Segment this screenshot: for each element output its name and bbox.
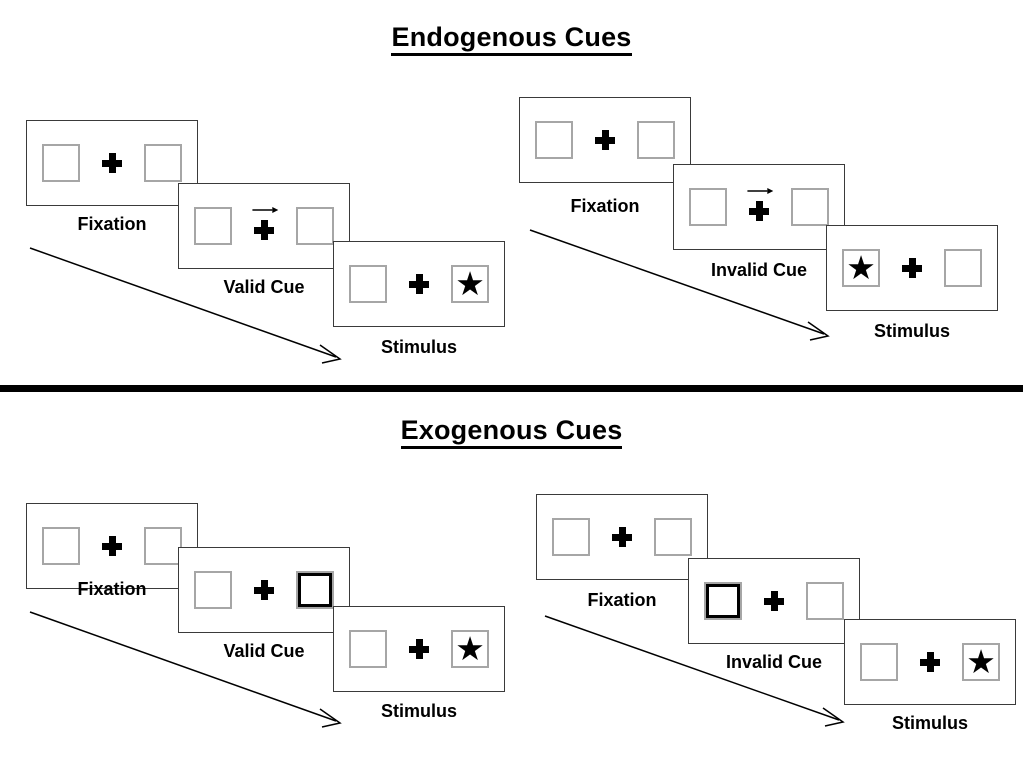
fixation-cue-area xyxy=(246,204,282,248)
stimulus-box-right xyxy=(144,144,182,182)
panel-content xyxy=(194,568,334,612)
trial-panel-fixation xyxy=(536,494,708,580)
fixation-cue-area xyxy=(246,568,282,612)
fixation-cue-area xyxy=(741,185,777,229)
panel-content xyxy=(552,515,692,559)
fixation-cross-icon xyxy=(409,639,429,659)
star-icon: ★ xyxy=(455,629,485,667)
stimulus-box-left xyxy=(349,265,387,303)
fixation-cue-area xyxy=(912,640,948,684)
section-title-exogenous-text: Exogenous Cues xyxy=(400,415,623,449)
fixation-cross-icon xyxy=(102,536,122,556)
panel-content xyxy=(42,524,182,568)
fixation-cross-icon xyxy=(254,220,274,240)
timeline-arrow-exogenous-valid xyxy=(29,611,342,728)
stimulus-box-left xyxy=(860,643,898,681)
panel-caption-fixation: Fixation xyxy=(570,196,640,216)
panel-content: ★ xyxy=(842,246,982,290)
panel-caption-stimulus: Stimulus xyxy=(380,701,457,721)
section-title-exogenous: Exogenous Cues xyxy=(0,415,1023,449)
trial-panel-stimulus: ★ xyxy=(844,619,1016,705)
trial-panel-fixation xyxy=(26,503,198,589)
fixation-cue-area xyxy=(94,524,130,568)
panel-content xyxy=(194,204,334,248)
stimulus-box-right-cued xyxy=(296,571,334,609)
panel-caption-fixation: Fixation xyxy=(77,214,147,234)
panel-content: ★ xyxy=(349,627,489,671)
fixation-cross-icon xyxy=(764,591,784,611)
stimulus-box-left xyxy=(689,188,727,226)
timeline-arrow-exogenous-invalid xyxy=(544,615,845,727)
star-icon: ★ xyxy=(455,264,485,302)
stimulus-box-right xyxy=(944,249,982,287)
panel-caption-valid-cue: Valid Cue xyxy=(223,641,305,661)
stimulus-box-left xyxy=(194,207,232,245)
stimulus-box-right xyxy=(296,207,334,245)
panel-caption-invalid-cue: Invalid Cue xyxy=(710,260,808,280)
trial-panel-invalid-cue xyxy=(688,558,860,644)
stimulus-box-left xyxy=(349,630,387,668)
stimulus-box-left-cued xyxy=(704,582,742,620)
trial-panel-valid-cue xyxy=(178,547,350,633)
stimulus-box-right: ★ xyxy=(451,630,489,668)
trial-panel-stimulus: ★ xyxy=(826,225,998,311)
section-title-endogenous-text: Endogenous Cues xyxy=(391,22,632,56)
panel-caption-fixation: Fixation xyxy=(77,579,147,599)
star-icon: ★ xyxy=(846,248,876,286)
stimulus-box-left xyxy=(552,518,590,556)
trial-panel-valid-cue xyxy=(178,183,350,269)
fixation-cue-area xyxy=(401,627,437,671)
fixation-cue-area xyxy=(94,141,130,185)
fixation-cross-icon xyxy=(102,153,122,173)
stimulus-box-right xyxy=(806,582,844,620)
stimulus-box-right xyxy=(637,121,675,159)
trial-panel-stimulus: ★ xyxy=(333,241,505,327)
arrow-right-icon xyxy=(747,188,774,194)
fixation-cue-area xyxy=(587,118,623,162)
trial-panel-fixation xyxy=(26,120,198,206)
panel-caption-stimulus: Stimulus xyxy=(873,321,950,341)
fixation-cross-icon xyxy=(595,130,615,150)
arrow-right-icon xyxy=(252,207,279,213)
stimulus-box-left xyxy=(535,121,573,159)
panel-caption-stimulus: Stimulus xyxy=(380,337,457,357)
fixation-cue-area xyxy=(401,262,437,306)
fixation-cross-icon xyxy=(254,580,274,600)
stimulus-box-right xyxy=(654,518,692,556)
star-icon: ★ xyxy=(966,642,996,680)
panel-content xyxy=(535,118,675,162)
panel-content xyxy=(689,185,829,229)
fixation-cross-icon xyxy=(409,274,429,294)
fixation-cue-area xyxy=(894,246,930,290)
panel-caption-fixation: Fixation xyxy=(587,590,657,610)
panel-caption-valid-cue: Valid Cue xyxy=(223,277,305,297)
trial-panel-fixation xyxy=(519,97,691,183)
stimulus-box-left xyxy=(42,527,80,565)
section-title-endogenous: Endogenous Cues xyxy=(0,22,1023,56)
panel-content xyxy=(42,141,182,185)
stimulus-box-right: ★ xyxy=(451,265,489,303)
fixation-cue-area xyxy=(756,579,792,623)
trial-panel-invalid-cue xyxy=(673,164,845,250)
panel-caption-invalid-cue: Invalid Cue xyxy=(725,652,823,672)
section-divider xyxy=(0,385,1023,392)
fixation-cross-icon xyxy=(920,652,940,672)
panel-content xyxy=(704,579,844,623)
fixation-cross-icon xyxy=(612,527,632,547)
stimulus-box-left: ★ xyxy=(842,249,880,287)
stimulus-box-right xyxy=(144,527,182,565)
panel-content: ★ xyxy=(349,262,489,306)
panel-caption-stimulus: Stimulus xyxy=(891,713,968,733)
panel-content: ★ xyxy=(860,640,1000,684)
fixation-cross-icon xyxy=(902,258,922,278)
timeline-arrow-endogenous-valid xyxy=(29,247,342,364)
timeline-arrow-endogenous-invalid xyxy=(529,229,830,341)
stimulus-box-left xyxy=(194,571,232,609)
stimulus-box-right xyxy=(791,188,829,226)
stimulus-box-right: ★ xyxy=(962,643,1000,681)
stimulus-box-left xyxy=(42,144,80,182)
fixation-cross-icon xyxy=(749,201,769,221)
trial-panel-stimulus: ★ xyxy=(333,606,505,692)
fixation-cue-area xyxy=(604,515,640,559)
